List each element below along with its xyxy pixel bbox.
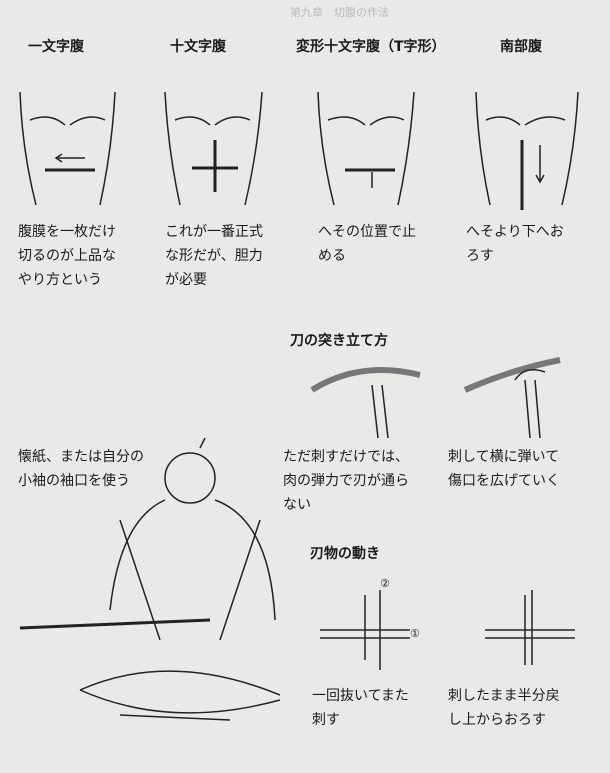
caption-jumonji: これが一番正式 な形だが、胆力 が必要 bbox=[165, 224, 263, 288]
motion-title: 刃物の動き bbox=[310, 546, 380, 562]
caption-nambu: へそより下へお ろす bbox=[466, 224, 564, 264]
thrust-title: 刀の突き立て方 bbox=[290, 333, 388, 349]
paper-caption: 懐紙、または自分の 小袖の袖口を使う bbox=[18, 449, 144, 489]
thrust-diagrams bbox=[310, 357, 561, 439]
torso-t-shape bbox=[317, 91, 415, 206]
motion-caption-1: 一回抜いてまた 刺す bbox=[312, 688, 409, 728]
faint-header: 第九章 切腹の作法 bbox=[290, 6, 389, 19]
title-t-shape: 変形十文字腹（T字形） bbox=[296, 39, 446, 55]
torso-nambu bbox=[475, 91, 579, 210]
thrust-caption-1: ただ刺すだけでは、 肉の弾力で刃が通ら ない bbox=[283, 449, 409, 513]
caption-t-shape: へその位置で止 める bbox=[318, 224, 416, 264]
motion-caption-2: 刺したまま半分戻 し上からおろす bbox=[448, 688, 560, 728]
torso-jumonji bbox=[164, 91, 263, 206]
torso-ichimonji bbox=[19, 91, 116, 206]
marker-one: ① bbox=[410, 627, 420, 640]
thrust-caption-2: 刺して横に弾いて 傷口を広げていく bbox=[448, 449, 560, 489]
marker-two: ② bbox=[380, 577, 390, 590]
title-jumonji: 十文字腹 bbox=[170, 39, 226, 55]
samurai-figure bbox=[19, 437, 281, 721]
title-nambu: 南部腹 bbox=[500, 39, 542, 55]
title-ichimonji: 一文字腹 bbox=[28, 39, 84, 55]
caption-ichimonji: 腹膜を一枚だけ 切るのが上品な やり方という bbox=[18, 224, 116, 288]
motion-diagrams bbox=[320, 590, 575, 670]
